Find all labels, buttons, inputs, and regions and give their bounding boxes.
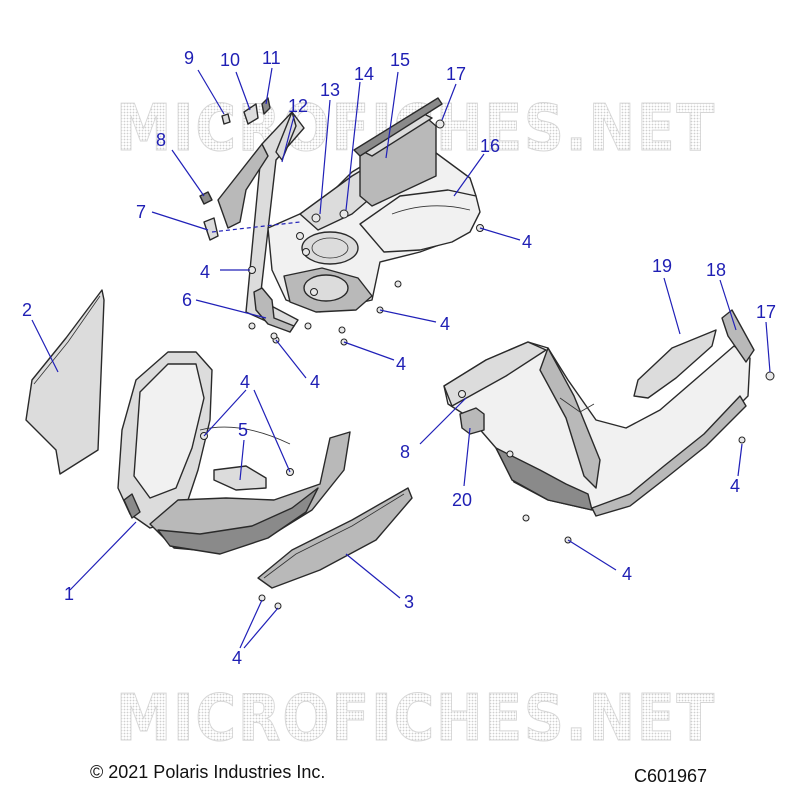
side-panel-2 [25, 289, 105, 475]
callout-4-f: 4 [240, 372, 250, 392]
callout-4-g: 4 [730, 476, 740, 496]
copyright-text: © 2021 Polaris Industries Inc. [90, 762, 326, 782]
callout-labels: 9 10 11 13 14 15 17 12 8 16 7 4 4 6 19 1… [22, 48, 776, 668]
right-frame-assembly [443, 309, 755, 517]
callout-4-a: 4 [522, 232, 532, 252]
leader-lines [31, 67, 771, 649]
callout-4-b: 4 [200, 262, 210, 282]
callout-11: 11 [262, 48, 281, 68]
callout-4-c: 4 [440, 314, 450, 334]
callout-4-h: 4 [622, 564, 632, 584]
callout-4-i: 4 [232, 648, 242, 668]
callout-4-e: 4 [310, 372, 320, 392]
callout-14: 14 [354, 64, 374, 84]
watermark-bottom: MICROFICHES.NET [116, 682, 716, 756]
callout-8-top: 8 [156, 130, 166, 150]
callout-8-right: 8 [400, 442, 410, 462]
callout-16: 16 [480, 136, 500, 156]
callout-2: 2 [22, 300, 32, 320]
callout-4-d: 4 [396, 354, 406, 374]
diagram-code: C601967 [634, 766, 708, 786]
callout-10: 10 [220, 50, 240, 70]
hinge-bracket-parts [199, 97, 301, 241]
callout-7: 7 [136, 202, 146, 222]
callout-20: 20 [452, 490, 472, 510]
front-skid-assembly [117, 351, 351, 555]
callout-12: 12 [288, 96, 308, 116]
bracket-6 [253, 287, 295, 333]
callout-18: 18 [706, 260, 726, 280]
callout-19: 19 [652, 256, 672, 276]
callout-9: 9 [184, 48, 194, 68]
callout-13: 13 [320, 80, 340, 100]
callout-15: 15 [390, 50, 410, 70]
callout-3: 3 [404, 592, 414, 612]
callout-17-top: 17 [446, 64, 466, 84]
callout-5: 5 [238, 420, 248, 440]
callout-1: 1 [64, 584, 74, 604]
bumper-20 [459, 407, 485, 435]
callout-6: 6 [182, 290, 192, 310]
fasteners [248, 119, 775, 610]
callout-17-right: 17 [756, 302, 776, 322]
